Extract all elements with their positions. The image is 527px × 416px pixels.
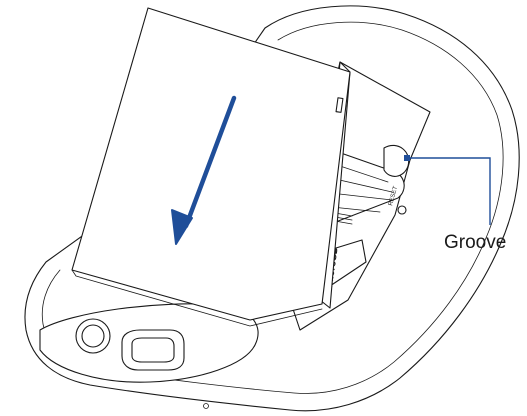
groove-callout-label: Groove <box>444 232 506 253</box>
groove-callout-dot <box>404 155 410 161</box>
reset-hole <box>398 206 406 214</box>
strap-hole <box>204 404 209 409</box>
camera-ring-inner <box>82 325 104 347</box>
speaker-grille-inner <box>132 338 174 362</box>
